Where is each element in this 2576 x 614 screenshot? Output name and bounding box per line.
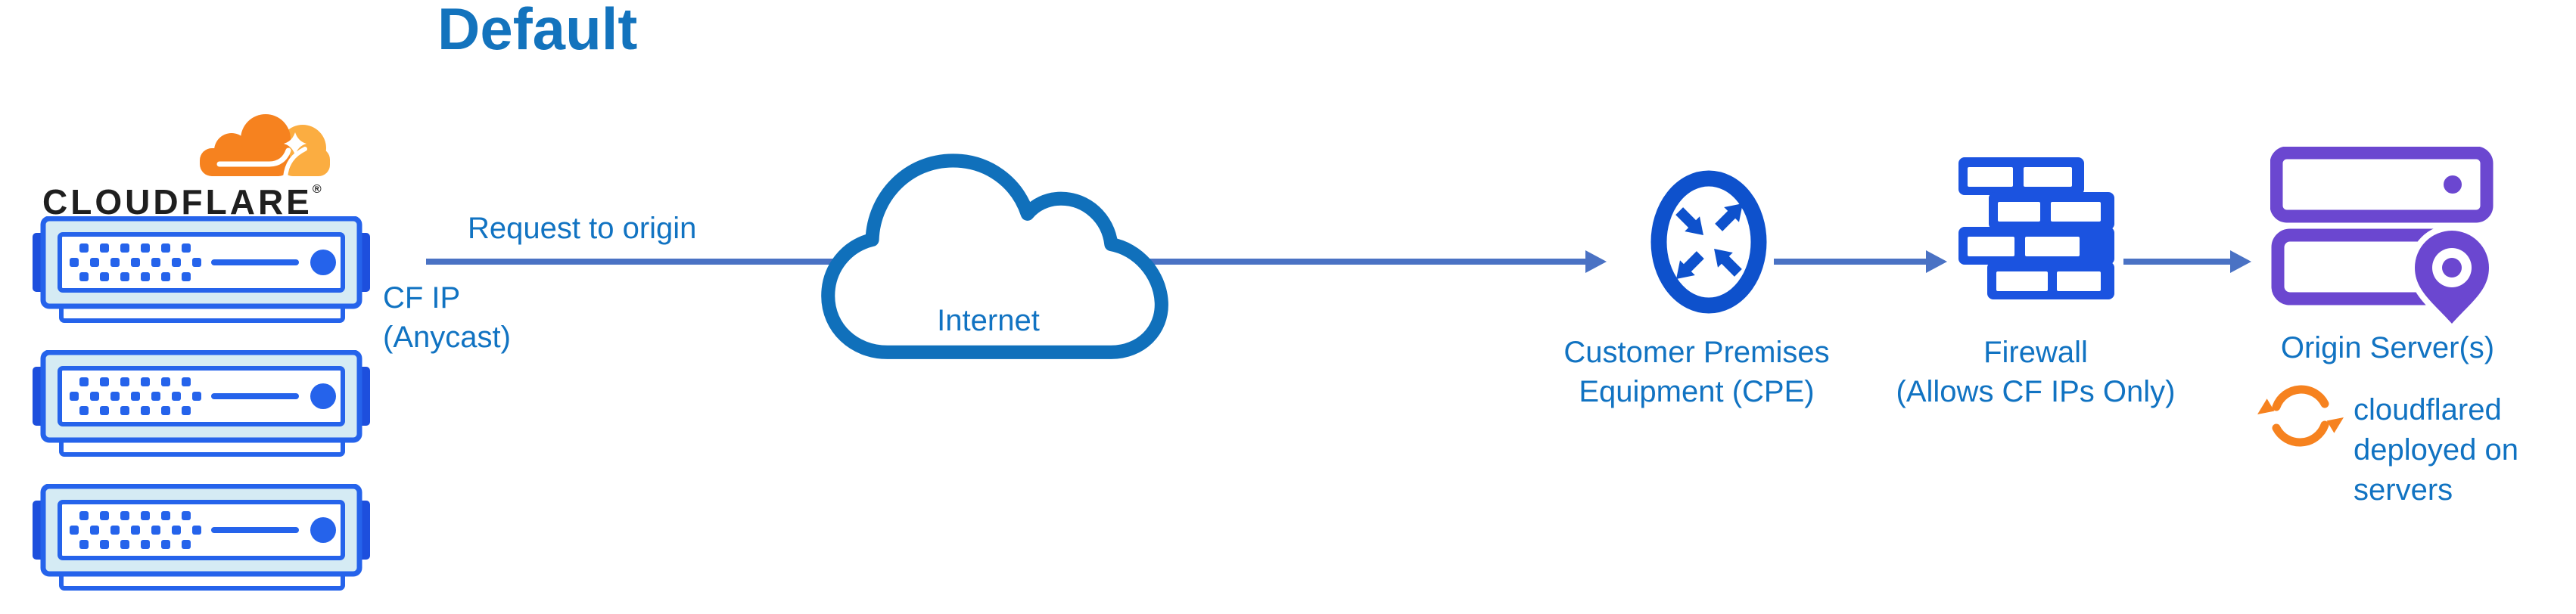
cloudflared-note-line3: servers: [2354, 473, 2453, 507]
request-to-origin-label: Request to origin: [468, 212, 697, 245]
cloudflare-server-icon: [33, 216, 370, 323]
arrowhead-icon: [1585, 250, 1607, 273]
cloudflare-logo-cloud-icon: [200, 114, 330, 179]
firewall-label: Firewall (Allows CF IPs Only): [1846, 333, 2225, 411]
cpe-router-icon: [1650, 170, 1767, 314]
location-pin-icon: [2408, 224, 2496, 331]
cf-ip-line: CF IP: [383, 281, 461, 315]
cloudflare-wordmark-text: CLOUDFLARE: [42, 182, 313, 222]
internet-cloud-icon: [821, 154, 1168, 359]
cpe-label-line2: Equipment (CPE): [1579, 375, 1815, 408]
cf-ip-anycast-label: CF IP (Anycast): [383, 278, 511, 357]
firewall-to-origin-line: [2123, 259, 2230, 265]
cloudflared-note-line2: deployed on: [2354, 433, 2518, 467]
origin-servers-icon: [2270, 147, 2496, 331]
cloudflared-note-line1: cloudflared: [2354, 393, 2502, 426]
firewall-icon: [1958, 157, 2114, 299]
cloudflare-server-icon: [33, 350, 370, 457]
cpe-to-firewall-line: [1774, 259, 1926, 265]
cpe-label-line1: Customer Premises: [1563, 336, 1830, 369]
cloudflared-note: cloudflared deployed on servers: [2354, 390, 2518, 510]
page-title: Default: [437, 0, 638, 62]
arrowhead-icon: [1926, 250, 1947, 273]
cloudflare-server-icon: [33, 484, 370, 591]
cloudflare-wordmark: CLOUDFLARE®: [42, 181, 322, 222]
origin-servers-label: Origin Server(s): [2280, 331, 2495, 364]
cpe-label: Customer Premises Equipment (CPE): [1526, 333, 1867, 411]
sync-icon: [2257, 385, 2344, 447]
arrowhead-icon: [2230, 250, 2251, 273]
firewall-label-line1: Firewall: [1983, 336, 2088, 369]
anycast-line: (Anycast): [383, 321, 511, 354]
firewall-label-line2: (Allows CF IPs Only): [1896, 375, 2176, 408]
internet-label: Internet: [937, 304, 1040, 337]
registered-mark: ®: [312, 183, 322, 196]
